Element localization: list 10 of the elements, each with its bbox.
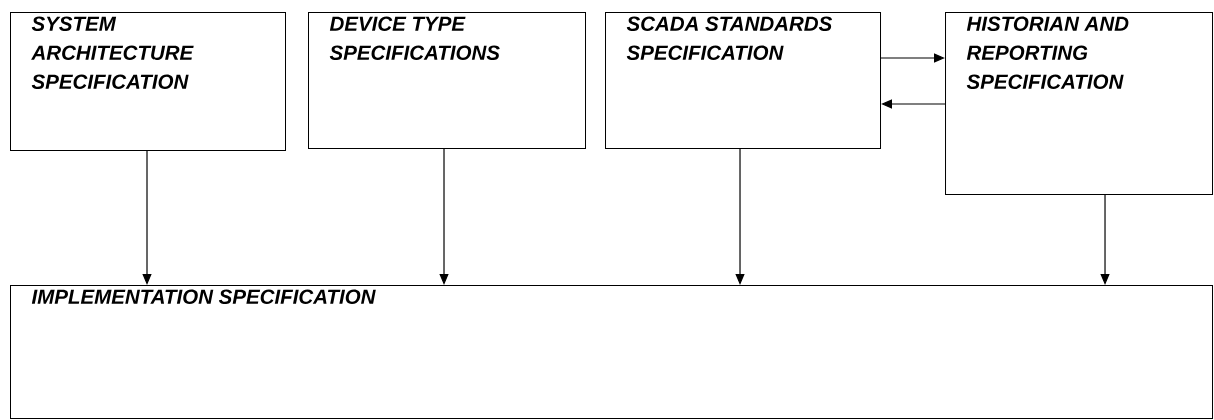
arrow bbox=[439, 148, 449, 285]
spec-box: HISTORIAN AND REPORTING SPECIFICATION bbox=[945, 12, 1213, 195]
spec-box: SCADA STANDARDS SPECIFICATION bbox=[605, 12, 881, 149]
arrow bbox=[735, 148, 745, 285]
arrow bbox=[880, 53, 945, 63]
arrow bbox=[142, 150, 152, 285]
spec-box: SYSTEM ARCHITECTURE SPECIFICATION bbox=[10, 12, 286, 151]
arrow bbox=[1100, 194, 1110, 285]
spec-box: IMPLEMENTATION SPECIFICATION bbox=[10, 285, 1213, 419]
spec-box: DEVICE TYPE SPECIFICATIONS bbox=[308, 12, 586, 149]
